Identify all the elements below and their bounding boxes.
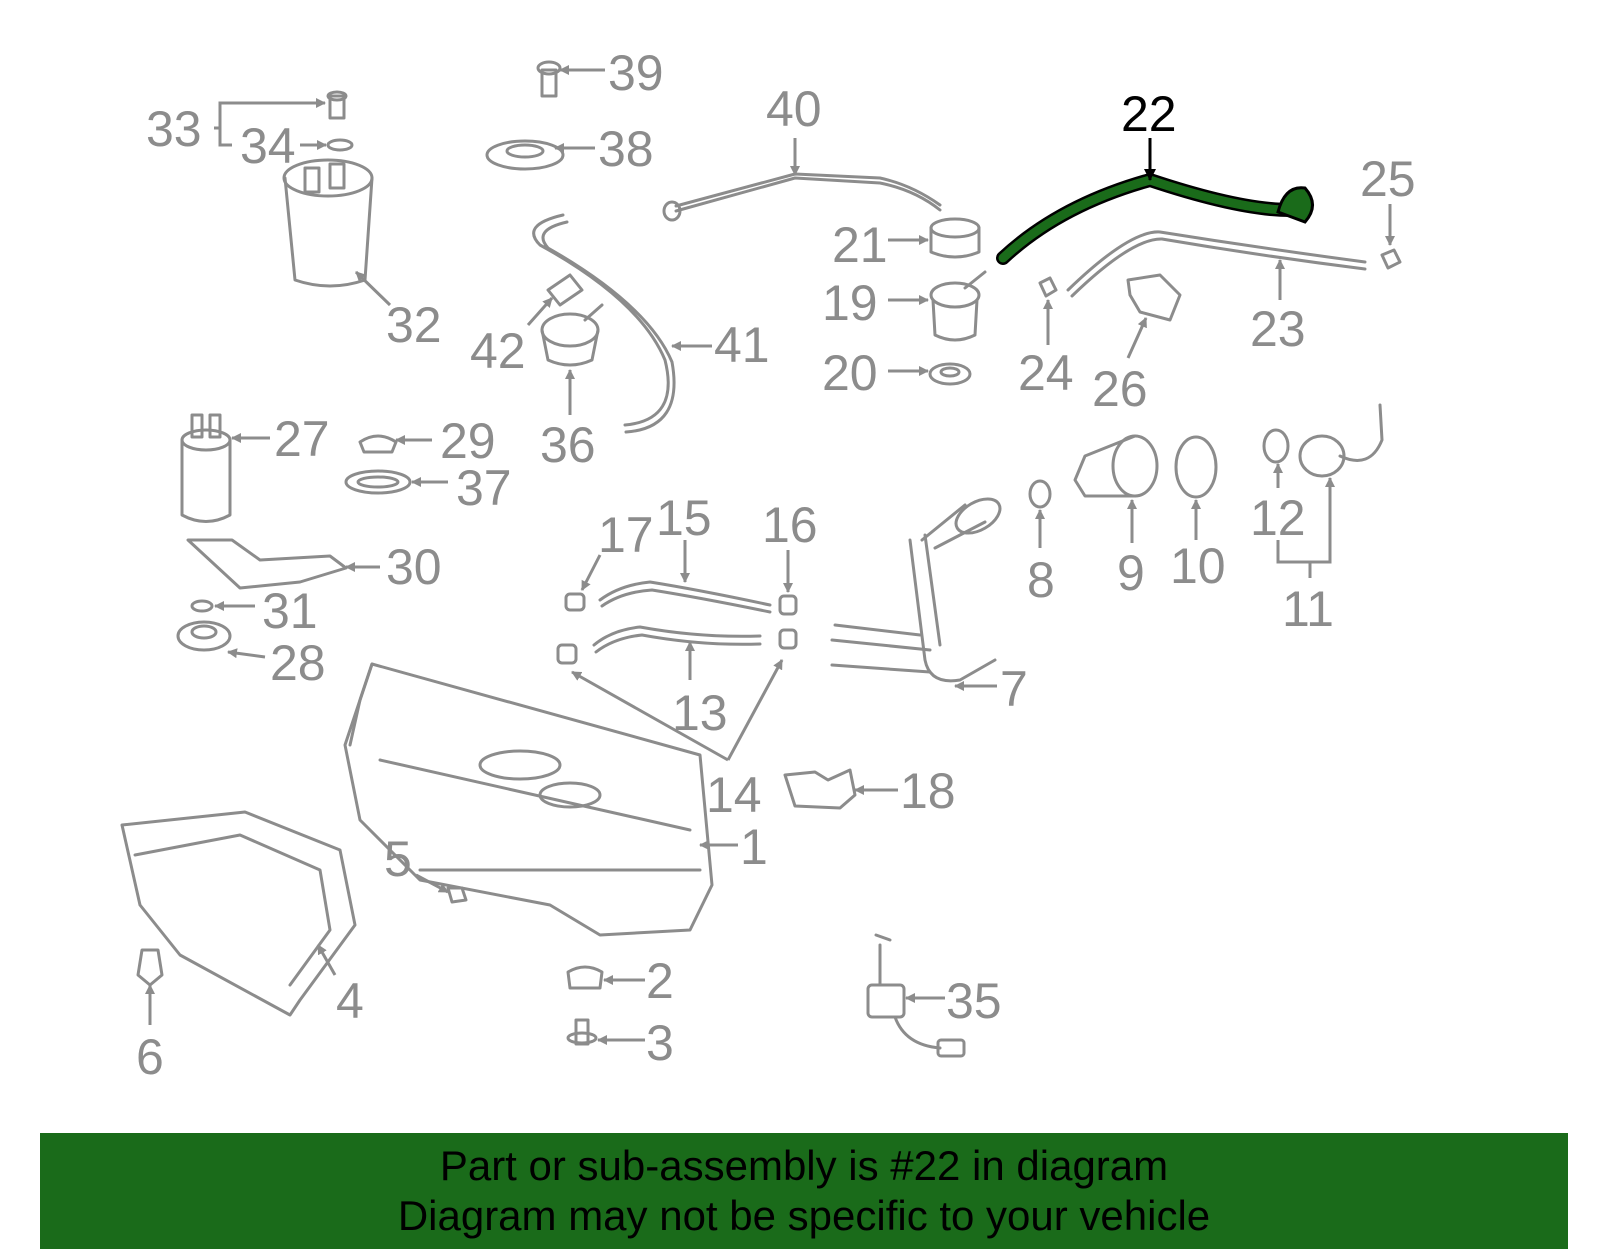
bracket-26-icon	[1126, 273, 1182, 322]
callout-38: 38	[598, 121, 654, 177]
callout-1: 1	[740, 819, 768, 875]
grommet-20-icon	[928, 362, 972, 386]
callout-39: 39	[608, 45, 664, 101]
callout-35: 35	[946, 973, 1002, 1029]
callout-16: 16	[762, 497, 818, 553]
oring-31-icon	[190, 599, 214, 613]
clip-29-icon	[358, 434, 398, 454]
pump-36-icon	[540, 303, 604, 367]
hose-13-icon	[592, 625, 762, 654]
callout-30: 30	[386, 539, 442, 595]
gasket-38-icon	[485, 139, 565, 171]
leader-lines	[145, 65, 1395, 1045]
callout-24: 24	[1018, 345, 1074, 401]
callout-2: 2	[646, 953, 674, 1009]
tube-40-icon	[674, 172, 942, 213]
callout-10: 10	[1170, 538, 1226, 594]
bolt-3-icon	[566, 1018, 598, 1046]
heat-shield-4-icon	[120, 810, 357, 1017]
tube-40-end-icon	[662, 200, 682, 222]
callout-4: 4	[336, 973, 364, 1029]
callout-14: 14	[706, 767, 762, 823]
screw-39-icon	[536, 60, 562, 98]
fuel-filter-32-icon	[282, 158, 374, 288]
clip-24-icon	[1038, 276, 1058, 298]
callout-13: 13	[672, 685, 728, 741]
callout-20: 20	[822, 345, 878, 401]
clamp-16-icon	[778, 594, 798, 616]
cap-21-icon	[929, 217, 981, 259]
callout-22: 22	[1121, 86, 1177, 142]
callout-41: 41	[714, 317, 770, 373]
pin-6-icon	[136, 948, 164, 987]
callout-36: 36	[540, 417, 596, 473]
filler-neck-9-icon	[1073, 434, 1159, 498]
callout-5: 5	[384, 831, 412, 887]
hose-15-icon	[598, 580, 772, 614]
callout-6: 6	[136, 1029, 164, 1085]
callout-19: 19	[822, 275, 878, 331]
fuel-pump-27-icon	[180, 413, 232, 523]
fuel-tank-1-icon	[343, 662, 714, 937]
callout-23: 23	[1250, 301, 1306, 357]
callout-40: 40	[766, 81, 822, 137]
sender-35-icon	[866, 933, 966, 1058]
callout-12: 12	[1250, 490, 1306, 546]
filler-hose-22	[996, 172, 1314, 265]
callout-25: 25	[1360, 151, 1416, 207]
callout-21: 21	[832, 217, 888, 273]
seal-37-icon	[344, 469, 412, 495]
callout-34: 34	[240, 118, 296, 174]
callout-42: 42	[470, 323, 526, 379]
valve-19-icon	[929, 270, 987, 342]
callout-9: 9	[1117, 545, 1145, 601]
banner-disclaimer: Diagram may not be specific to your vehi…	[397, 1192, 1211, 1239]
callout-37: 37	[456, 460, 512, 516]
breather-tube-23-icon	[1066, 230, 1367, 298]
hose-41-icon	[532, 213, 676, 434]
callout-28: 28	[270, 635, 326, 691]
pad-42-icon	[546, 273, 584, 307]
callout-26: 26	[1092, 361, 1148, 417]
heat-shield-4-inner-icon	[133, 833, 332, 987]
callout-11: 11	[1282, 581, 1334, 637]
callout-27: 27	[274, 411, 330, 467]
gasket-8-icon	[1028, 479, 1052, 509]
callout-7: 7	[1000, 661, 1028, 717]
bolt-33-icon	[326, 90, 354, 152]
clip-5-icon	[446, 886, 468, 904]
callout-29: 29	[440, 413, 496, 469]
callout-15: 15	[656, 490, 712, 546]
callout-8: 8	[1027, 552, 1055, 608]
callout-labels: 33 34 39 38 32 40 22 25 21 19 20 41 42 3…	[136, 45, 1416, 1085]
info-banner: Part or sub-assembly is #22 in diagram D…	[40, 1133, 1568, 1249]
bracket-30-icon	[186, 538, 348, 590]
clamp-14b-icon	[778, 628, 798, 650]
clip-25-icon	[1380, 248, 1402, 270]
regulator-28-icon	[176, 620, 232, 652]
callout-31: 31	[262, 583, 318, 639]
callout-18: 18	[900, 763, 956, 819]
fuel-cap-11-icon	[1298, 403, 1384, 478]
clamp-17-icon	[564, 592, 586, 612]
filler-pipe-7-icon	[830, 497, 1002, 683]
gasket-10-icon	[1174, 435, 1218, 499]
callout-33: 33	[146, 101, 202, 157]
gasket-12-icon	[1262, 428, 1290, 464]
callout-17: 17	[598, 507, 654, 563]
banner-part-note: Part or sub-assembly is #22 in diagram	[439, 1142, 1169, 1189]
clamp-14a-icon	[556, 643, 578, 665]
grommet-2-icon	[566, 965, 604, 990]
callout-32: 32	[386, 297, 442, 353]
callout-3: 3	[646, 1015, 674, 1071]
bracket-18-icon	[783, 768, 857, 810]
